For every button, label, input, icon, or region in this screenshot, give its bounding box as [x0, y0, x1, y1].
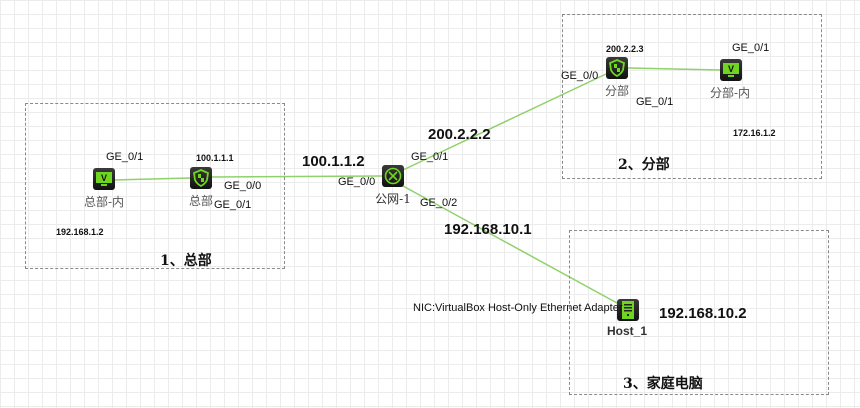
host-name: Host_1: [606, 324, 648, 338]
host-device[interactable]: [617, 299, 639, 321]
router-port-1: GE_0/1: [411, 151, 449, 163]
hq-firewall-name: 总部: [188, 194, 214, 208]
host-ip: 192.168.10.2: [659, 305, 747, 322]
hq-firewall-port-in: GE_0/1: [214, 199, 252, 211]
router-ip-home: 192.168.10.1: [444, 221, 532, 238]
hq-pc-device[interactable]: V: [93, 168, 115, 190]
hq-firewall-ip: 100.1.1.1: [196, 153, 234, 163]
hq-pc-ip: 192.168.1.2: [56, 227, 104, 237]
branch-firewall-name: 分部: [604, 84, 630, 98]
area-hq-title: 1、总部: [160, 253, 212, 269]
branch-firewall-port-out: GE_0/0: [561, 70, 599, 82]
area-branch: [562, 14, 822, 179]
router-device[interactable]: [382, 165, 404, 187]
shield-icon: [193, 169, 209, 187]
host-nic: NIC:VirtualBox Host-Only Ethernet Adapte…: [413, 302, 623, 314]
area-branch-title: 2、分部: [618, 157, 670, 173]
branch-pc-ip: 172.16.1.2: [733, 128, 776, 138]
link-hqpc-hqfw: [114, 177, 191, 181]
router-ip-branch: 200.2.2.2: [428, 126, 491, 143]
link-brfw-brpc: [627, 67, 721, 71]
branch-pc-device[interactable]: V: [720, 59, 742, 81]
hq-pc-port: GE_0/1: [106, 151, 144, 163]
branch-firewall-device[interactable]: [606, 57, 628, 79]
link-router-brfw: [402, 73, 607, 171]
branch-firewall-ip: 200.2.2.3: [606, 44, 644, 54]
area-hq: [25, 103, 285, 269]
branch-pc-port: GE_0/1: [732, 42, 770, 54]
router-port-2: GE_0/2: [420, 197, 458, 209]
area-home: [569, 230, 829, 395]
hq-pc-name: 总部-内: [83, 195, 125, 209]
router-icon: [384, 167, 402, 185]
area-home-title: 3、家庭电脑: [623, 376, 703, 392]
router-name: 公网-1: [375, 192, 411, 206]
shield-icon: [609, 59, 625, 77]
router-port-0: GE_0/0: [338, 176, 376, 188]
link-router-host: [402, 185, 618, 304]
router-ip-hq: 100.1.1.2: [302, 153, 365, 170]
branch-firewall-port-in: GE_0/1: [636, 96, 674, 108]
svg-text:V: V: [101, 173, 107, 183]
link-hqfw-router: [211, 175, 384, 178]
server-icon: [622, 301, 634, 319]
hq-firewall-device[interactable]: [190, 167, 212, 189]
hq-firewall-port-out: GE_0/0: [224, 180, 262, 192]
branch-pc-name: 分部-内: [709, 86, 751, 100]
svg-text:V: V: [728, 64, 734, 74]
monitor-icon: V: [723, 63, 739, 77]
monitor-icon: V: [96, 172, 112, 186]
